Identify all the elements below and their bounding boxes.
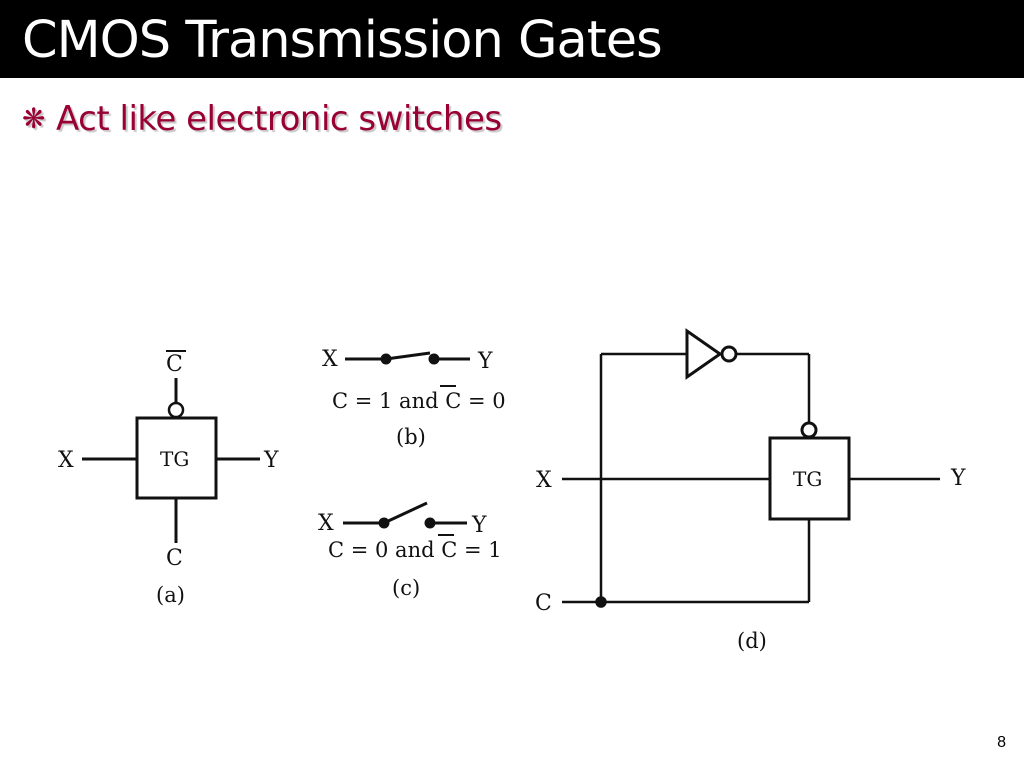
caption-c: (c): [392, 576, 420, 600]
figure-a: [82, 350, 260, 543]
switch-blade-b: [385, 351, 431, 361]
bullet-item: ❋ Act like electronic switches: [22, 96, 502, 142]
slide-title: CMOS Transmission Gates: [22, 11, 663, 70]
switch-contact-c1: [378, 517, 390, 529]
figure-d: [562, 328, 940, 608]
figure-c: [343, 501, 467, 536]
junction-dot-d: [595, 596, 607, 608]
caption-a: (a): [156, 583, 185, 607]
condition-b-cbar: C: [445, 389, 461, 413]
title-bar: CMOS Transmission Gates: [0, 0, 1024, 78]
condition-b-part2: = 0: [461, 389, 505, 413]
input-label-c: X: [318, 511, 334, 536]
caption-d: (d): [737, 629, 767, 653]
output-label-b: Y: [477, 349, 493, 374]
inverter-triangle: [685, 328, 723, 380]
condition-c-cbar: C: [441, 538, 457, 562]
input-label-d: X: [536, 468, 552, 493]
asterisk-bullet-icon: ❋: [22, 102, 46, 135]
condition-c-part2: = 1: [457, 538, 501, 562]
bullet-text: Act like electronic switches: [56, 99, 502, 139]
gate-label-d: TG: [793, 467, 822, 491]
inversion-bubble-d: [800, 421, 818, 439]
switch-contact-b2: [428, 353, 440, 365]
input-label-a: X: [58, 448, 74, 473]
figure-b: [345, 351, 470, 387]
caption-b: (b): [396, 425, 426, 449]
output-label-a: Y: [263, 448, 279, 473]
gate-label-a: TG: [160, 447, 189, 471]
switch-contact-b1: [380, 353, 392, 365]
output-label-d: Y: [950, 466, 966, 491]
condition-c-part1: C = 0 and: [328, 538, 441, 562]
inverter-bubble: [720, 345, 738, 363]
output-label-c: Y: [471, 513, 487, 538]
condition-b: C = 1 and C = 0: [332, 389, 506, 413]
condition-b-part1: C = 1 and: [332, 389, 445, 413]
condition-c: C = 0 and C = 1: [328, 538, 502, 562]
input-label-b: X: [322, 347, 338, 372]
switch-contact-c2: [424, 517, 436, 529]
transmission-gate-diagram: C X TG Y C (a) X Y C = 1 and C = 0 (b) X…: [58, 328, 966, 653]
cbar-label-a: C: [166, 352, 183, 377]
switch-blade-c: [383, 501, 428, 525]
c-label-a: C: [166, 546, 183, 571]
page-number: 8: [997, 734, 1006, 751]
c-label-d: C: [535, 591, 552, 616]
inversion-bubble-a: [167, 401, 185, 419]
